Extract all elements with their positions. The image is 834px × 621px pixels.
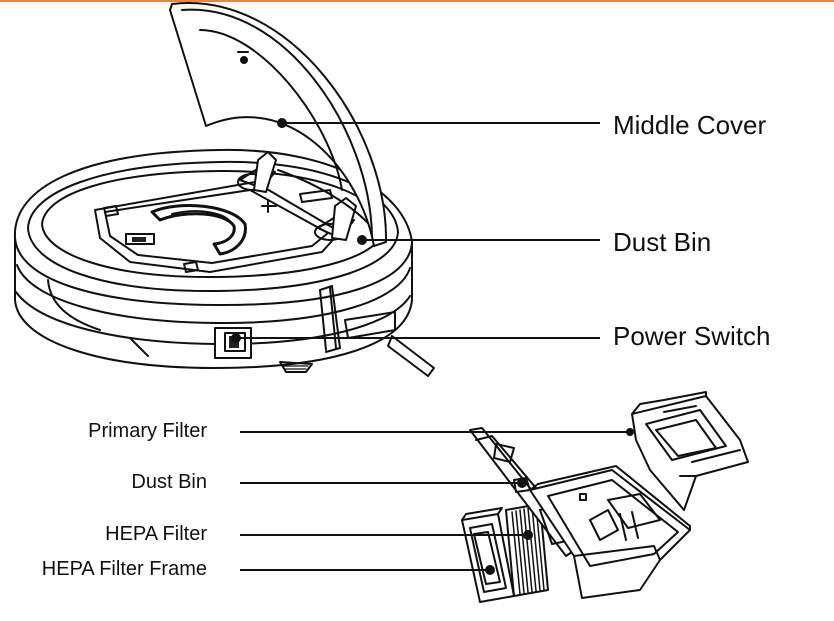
dot-dust-bin-bottom: [517, 478, 527, 488]
label-power-switch: Power Switch: [613, 321, 771, 351]
label-primary-filter: Primary Filter: [88, 420, 207, 442]
hinge: [237, 151, 277, 193]
dot-middle-cover: [277, 118, 287, 128]
primary-filter: [631, 391, 749, 511]
dot-hepa-filter-frame: [485, 565, 495, 575]
label-middle-cover: Middle Cover: [613, 110, 767, 140]
top-accent-rule: [0, 0, 834, 2]
label-hepa-filter-frame: HEPA Filter Frame: [41, 558, 207, 580]
power-switch: [214, 327, 252, 359]
label-hepa-filter: HEPA Filter: [105, 523, 207, 545]
dot-power-switch: [231, 333, 241, 343]
robot-vacuum-body: [13, 148, 435, 377]
label-dust-bin-top: Dust Bin: [613, 227, 712, 257]
hepa-filter: [505, 503, 549, 597]
dot-hepa-filter: [523, 530, 533, 540]
dot-primary-filter: [626, 428, 634, 436]
callout-dots: [231, 118, 634, 575]
middle-cover: [169, 2, 388, 247]
label-dust-bin-bottom: Dust Bin: [131, 471, 207, 493]
dust-bin-body: [529, 465, 691, 599]
dot-dust-bin-top: [357, 235, 367, 245]
callout-leaders: [236, 122, 630, 571]
